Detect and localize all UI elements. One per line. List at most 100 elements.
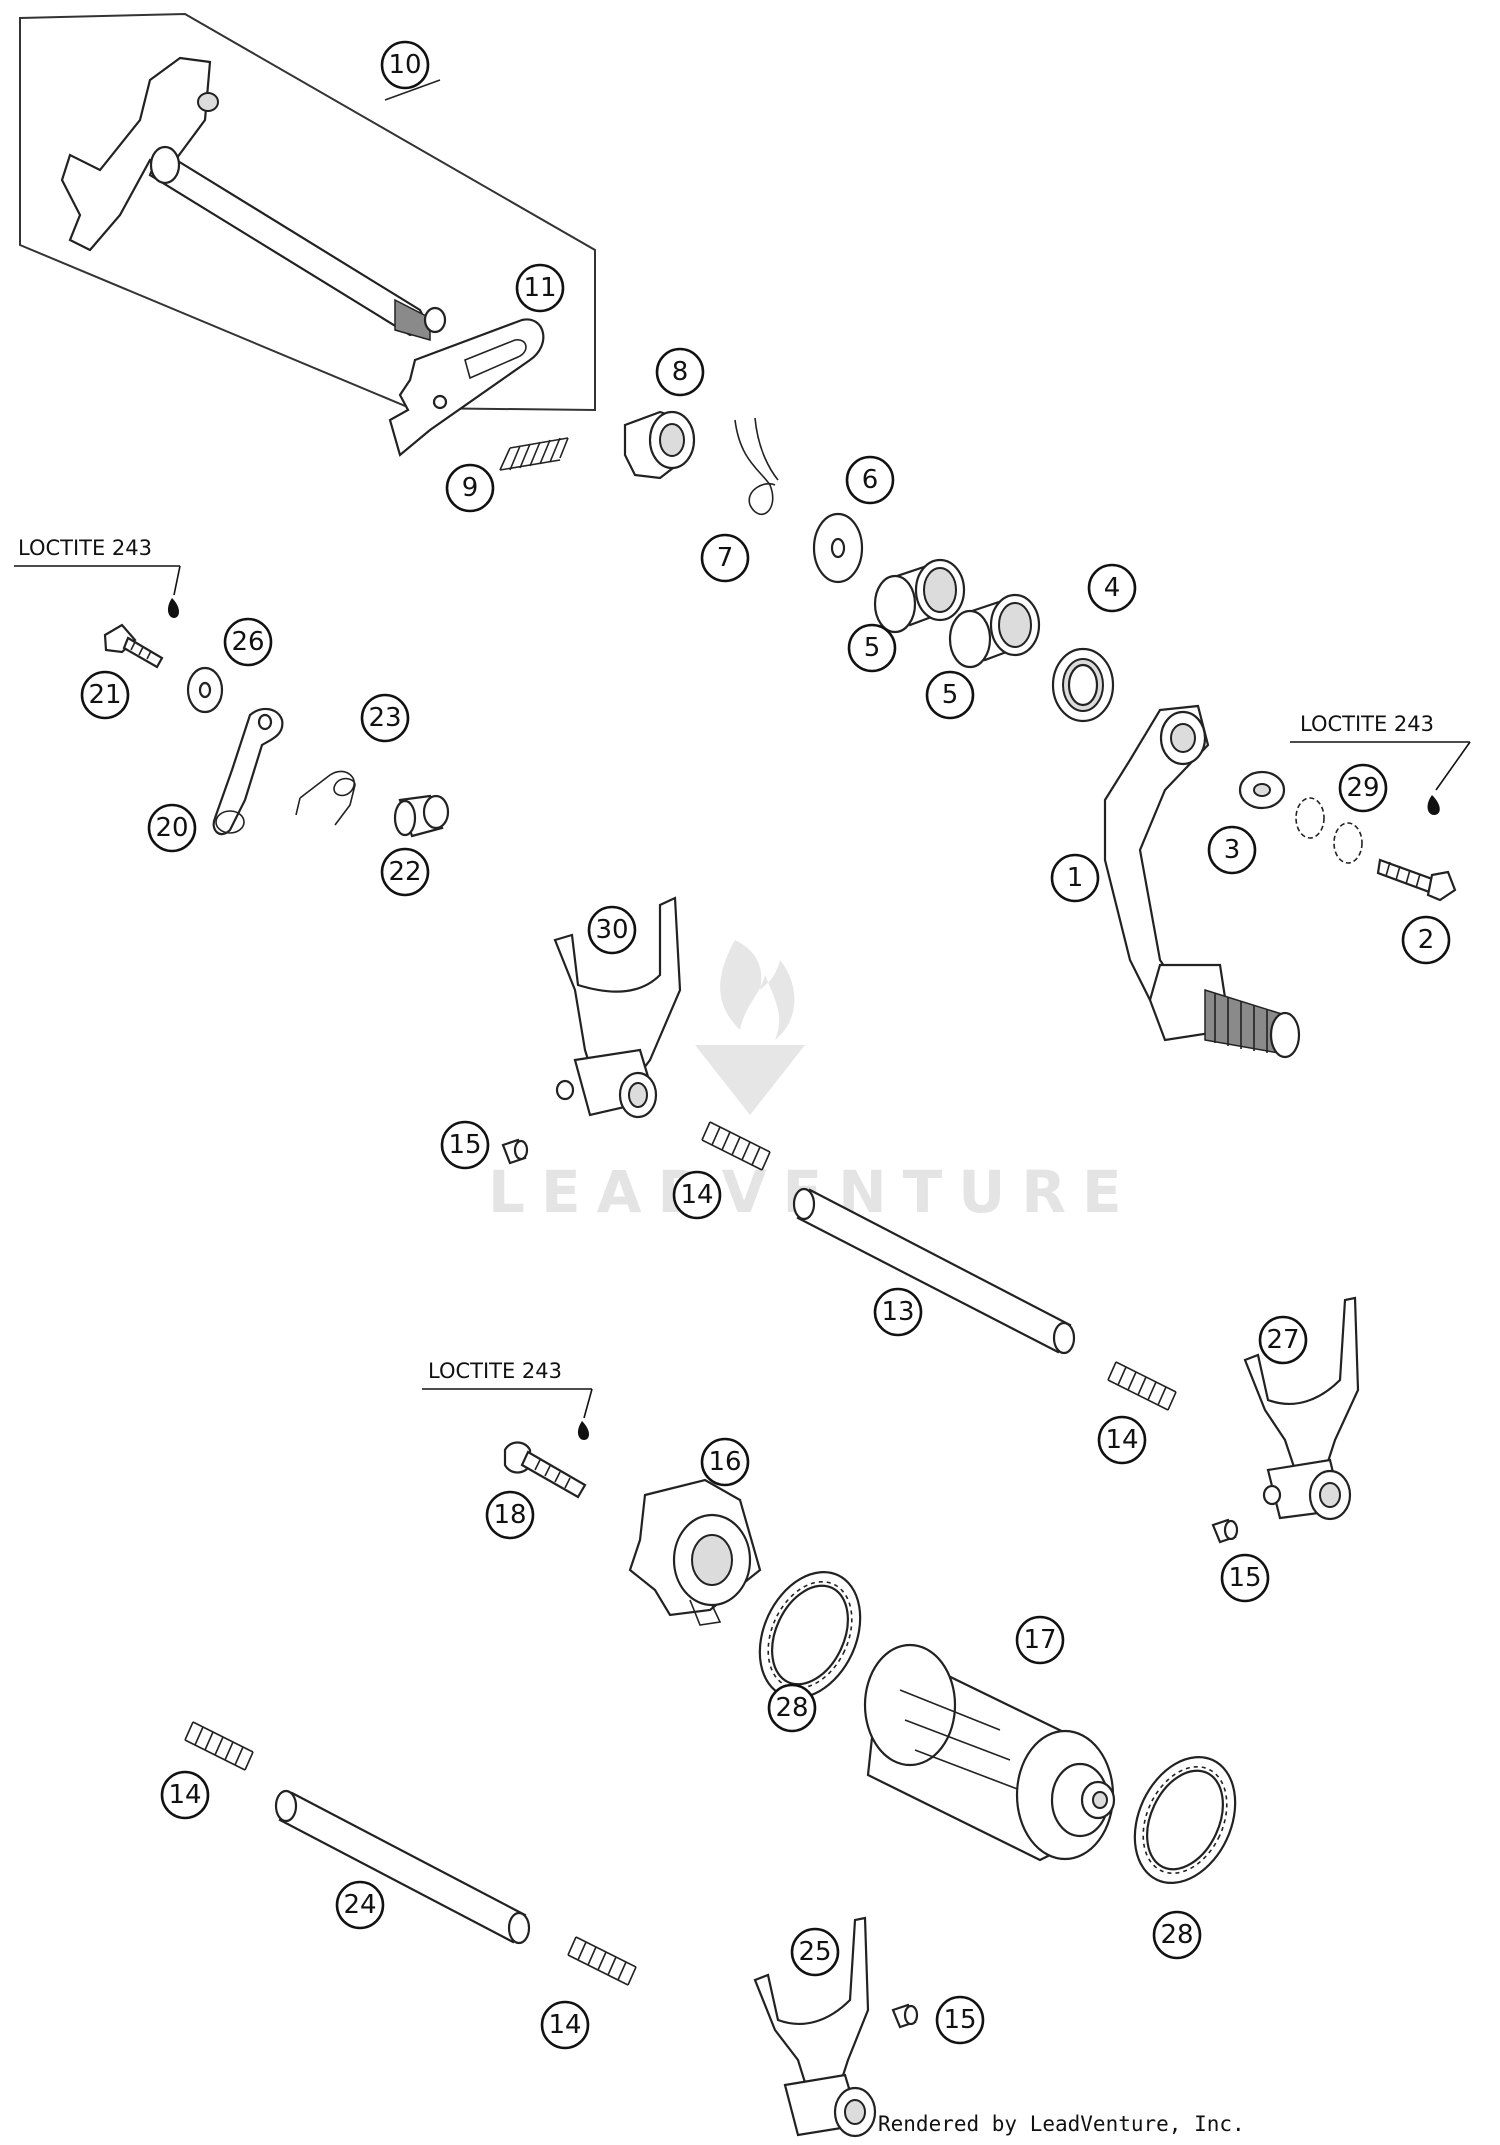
bolt-18: [503, 1441, 587, 1499]
callout-6: 6: [845, 455, 895, 505]
svg-text:9: 9: [462, 473, 479, 503]
callout-16: 16: [700, 1437, 750, 1487]
svg-text:14: 14: [1105, 1425, 1138, 1455]
callout-17: 17: [1015, 1615, 1065, 1665]
svg-text:8: 8: [672, 357, 689, 387]
callout-20: 20: [147, 803, 197, 853]
svg-text:11: 11: [523, 273, 556, 303]
lever-bolt-2: [1376, 858, 1457, 902]
callout-9: 9: [445, 463, 495, 513]
washer-6: [812, 512, 864, 584]
guide-8: [623, 410, 696, 480]
svg-text:10: 10: [388, 50, 421, 80]
shift-fork-27: [1243, 1296, 1360, 1521]
callout-30: 30: [587, 905, 637, 955]
seal-4: [1051, 647, 1115, 723]
spring-14-a: [701, 1121, 771, 1171]
svg-text:23: 23: [368, 703, 401, 733]
shift-rod-13: [792, 1187, 1076, 1355]
bearing-28-a: [758, 1571, 862, 1699]
bolt-21: [103, 623, 164, 669]
svg-text:28: 28: [1160, 1920, 1193, 1950]
svg-text:25: 25: [798, 1937, 831, 1967]
svg-text:20: 20: [155, 813, 188, 843]
callout-13: 13: [873, 1287, 923, 1337]
pin-15-a: [501, 1138, 529, 1165]
svg-text:15: 15: [943, 2005, 976, 2035]
svg-text:1: 1: [1067, 863, 1084, 893]
bearing-28-b: [1133, 1756, 1237, 1884]
loctite-label-1: LOCTITE 243: [18, 536, 152, 560]
kit-box: [19, 12, 596, 412]
svg-text:15: 15: [448, 1130, 481, 1160]
svg-text:3: 3: [1224, 835, 1241, 865]
spring-clip-7: [734, 417, 779, 516]
spring-14-d: [567, 1936, 637, 1986]
loctite-label-3: LOCTITE 243: [428, 1359, 562, 1383]
svg-text:14: 14: [548, 2010, 581, 2040]
callout-7: 7: [700, 533, 750, 583]
svg-text:13: 13: [881, 1297, 914, 1327]
callout-14-a: 14: [672, 1170, 722, 1220]
callout-5-b: 5: [925, 670, 975, 720]
callout-22: 22: [380, 847, 430, 897]
callout-4: 4: [1087, 563, 1137, 613]
callout-21: 21: [80, 670, 130, 720]
render-credit: Rendered by LeadVenture, Inc.: [878, 2112, 1245, 2136]
callout-29: 29: [1338, 763, 1388, 813]
callout-24: 24: [335, 1880, 385, 1930]
svg-text:26: 26: [231, 627, 264, 657]
roller-22: [393, 794, 450, 838]
shift-drum-17: [863, 1643, 1116, 1862]
callout-18: 18: [485, 1490, 535, 1540]
pin-15-c: [891, 2003, 919, 2029]
shift-fork-25: [753, 1916, 877, 2138]
callout-23: 23: [360, 693, 410, 743]
callout-15-b: 15: [1220, 1553, 1270, 1603]
svg-text:27: 27: [1266, 1325, 1299, 1355]
callout-15-c: 15: [935, 1995, 985, 2045]
svg-text:6: 6: [862, 465, 879, 495]
shift-plate: [388, 318, 545, 457]
spring-23: [295, 770, 356, 826]
callout-27: 27: [1258, 1315, 1308, 1365]
callout-10: 10: [380, 40, 430, 90]
svg-text:22: 22: [388, 857, 421, 887]
loctite-note-3: LOCTITE 243: [422, 1359, 593, 1440]
callout-25: 25: [790, 1927, 840, 1977]
spring-14-b: [1107, 1361, 1177, 1411]
shift-lever: [1103, 704, 1301, 1059]
pin-15-b: [1211, 1518, 1239, 1544]
shift-rod-24: [274, 1789, 531, 1945]
svg-text:21: 21: [88, 680, 121, 710]
svg-text:14: 14: [680, 1180, 713, 1210]
callout-5-a: 5: [847, 623, 897, 673]
svg-text:24: 24: [343, 1890, 376, 1920]
svg-text:29: 29: [1346, 773, 1379, 803]
needle-bearing-upper: [873, 558, 966, 634]
shift-fork-30: [553, 896, 682, 1119]
callout-3: 3: [1207, 825, 1257, 875]
spring-9: [499, 437, 569, 471]
callout-26: 26: [223, 617, 273, 667]
callout-14-d: 14: [540, 2000, 590, 2050]
leader-10: [384, 79, 441, 101]
loctite-label-2: LOCTITE 243: [1300, 712, 1434, 736]
callout-11: 11: [515, 263, 565, 313]
shift-lever-arm-20: [212, 707, 284, 836]
svg-text:5: 5: [942, 680, 959, 710]
svg-text:7: 7: [717, 543, 734, 573]
washer-3-hole: [1253, 783, 1271, 797]
callout-28-b: 28: [1152, 1910, 1202, 1960]
svg-text:4: 4: [1104, 573, 1121, 603]
loctite-note-2: LOCTITE 243: [1290, 712, 1471, 815]
svg-text:18: 18: [493, 1500, 526, 1530]
shift-shaft: [60, 56, 447, 341]
washer-26: [186, 666, 224, 714]
svg-text:15: 15: [1228, 1563, 1261, 1593]
svg-text:2: 2: [1418, 925, 1435, 955]
shift-drum-locating-16: [628, 1478, 762, 1626]
callout-2: 2: [1401, 915, 1451, 965]
svg-text:17: 17: [1023, 1625, 1056, 1655]
callout-14-b: 14: [1097, 1415, 1147, 1465]
